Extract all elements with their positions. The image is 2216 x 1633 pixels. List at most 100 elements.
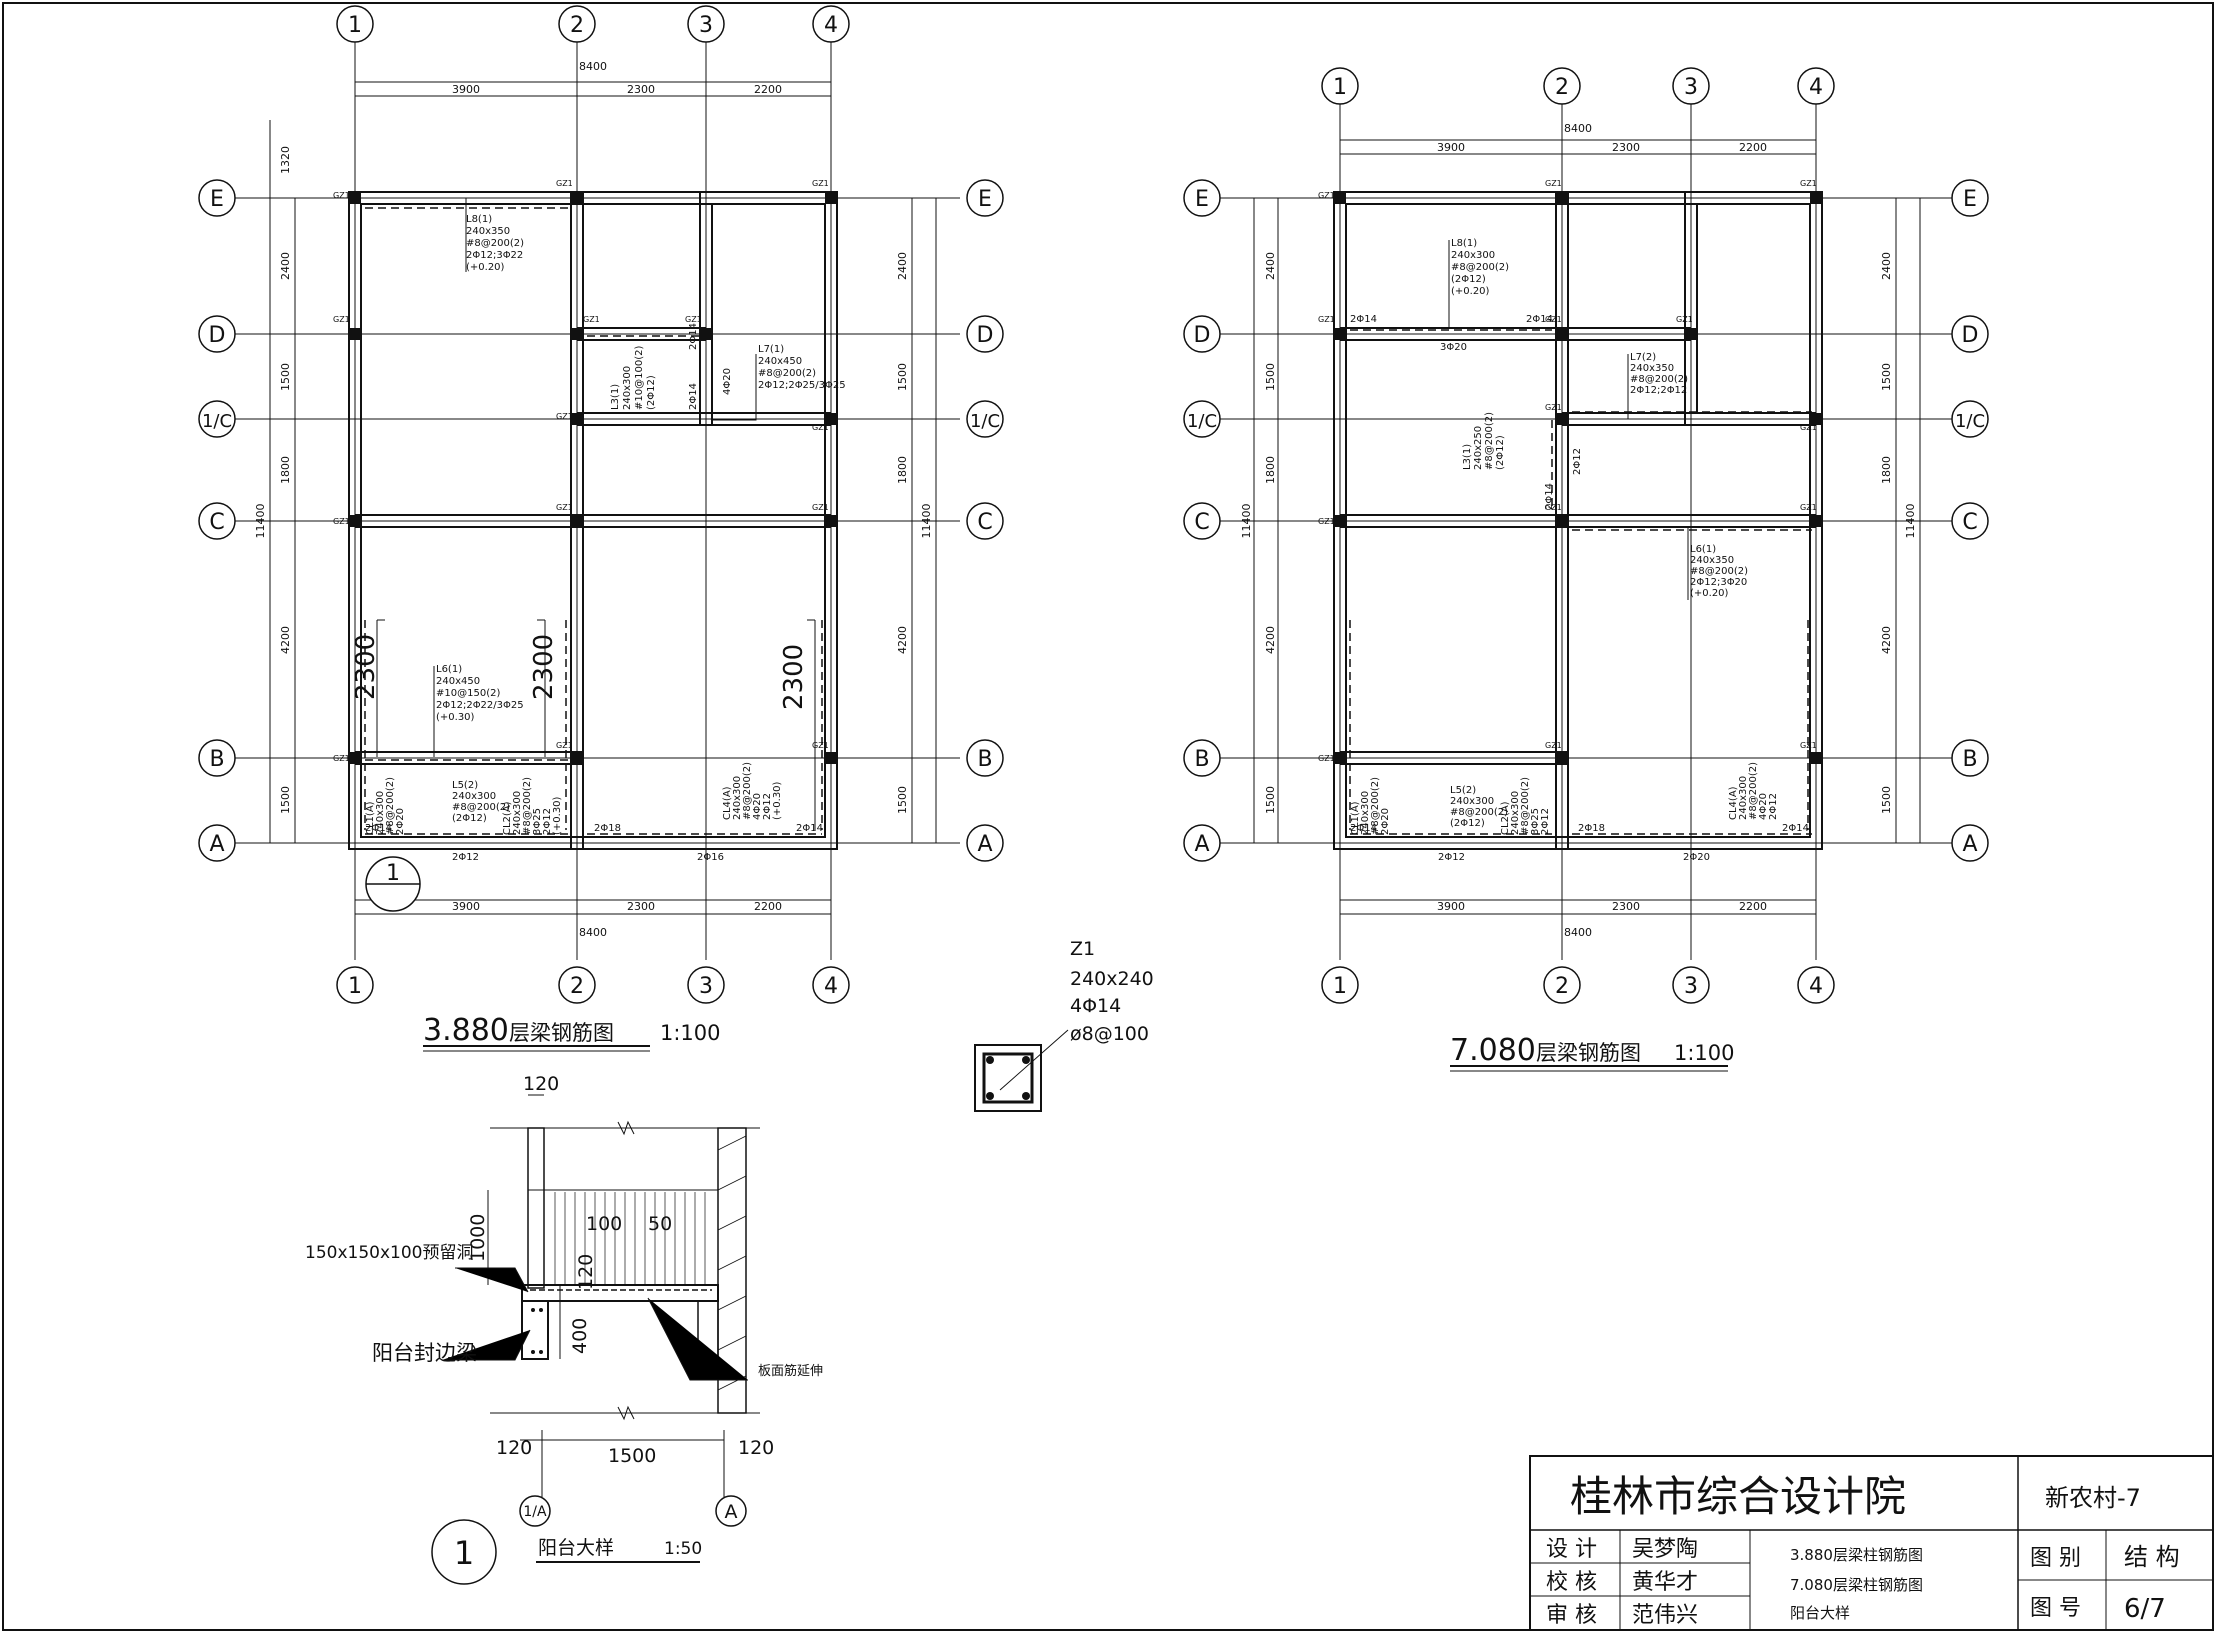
dim-span: 4200	[896, 626, 909, 654]
grid-label-col: 4	[1809, 75, 1823, 100]
dim-span: 1500	[1880, 363, 1893, 391]
dim-span: 2200	[1739, 900, 1767, 913]
beam-label: L8(1)	[1451, 238, 1477, 249]
beam-label: 2Φ12	[542, 808, 553, 835]
grid-label-row: E	[1963, 187, 1977, 212]
dim-span: 2200	[754, 900, 782, 913]
role-review: 审 核	[1546, 1603, 1597, 1628]
detail-title-marker	[431, 1519, 497, 1585]
grid-label-row: A	[977, 832, 992, 857]
beam-label: (2Φ12)	[452, 813, 487, 824]
rebar-note: 2Φ14	[688, 383, 699, 410]
grid-label-col: 1	[1333, 75, 1347, 100]
column-name: Z1	[1070, 938, 1095, 960]
column-tag: GZ1	[556, 412, 573, 421]
grid-label-row: 1/C	[970, 411, 1000, 432]
grid-label-row: 1/C	[1955, 411, 1985, 432]
dim-2300: 2300	[529, 634, 559, 700]
dim-span: 1500	[896, 363, 909, 391]
grid-label-row: A	[1194, 832, 1209, 857]
beam-label: 2Φ12;2Φ22/3Φ25	[436, 700, 524, 711]
plan-title-scale: 1:100	[1674, 1041, 1735, 1065]
grid-label-row: D	[977, 323, 994, 348]
grid-label-row: A	[209, 832, 224, 857]
dim-span: 1800	[1880, 456, 1893, 484]
detail-marker-number: 1	[386, 861, 400, 886]
grid-label-row: C	[977, 510, 992, 535]
beam-label: (+0.20)	[466, 262, 505, 273]
dim-span: 3900	[452, 900, 480, 913]
detail-title: 阳台大样	[538, 1537, 614, 1559]
grid-label-row: C	[1194, 510, 1209, 535]
dim-span: 3900	[1437, 900, 1465, 913]
beam-label: 240x300	[1450, 796, 1494, 807]
edge-beam	[521, 1300, 549, 1360]
beam-label: #8@200(2)	[758, 368, 816, 379]
dim-span: 4200	[1264, 626, 1277, 654]
dim-total: 11400	[920, 504, 933, 539]
column-tag: GZ1	[333, 191, 350, 200]
column-tag: GZ1	[1318, 191, 1335, 200]
dim-span: 2300	[1612, 900, 1640, 913]
grid-label-col: 2	[570, 974, 584, 999]
beam-label: CL1(A)	[1350, 801, 1361, 835]
beam-label: (+0.30)	[772, 781, 783, 820]
category-value: 结 构	[2124, 1543, 2180, 1571]
plan-7080-rebar-dashes	[1349, 329, 1812, 835]
rebar-note: 2Φ18	[594, 823, 621, 834]
plan-3880: 1 2 3 4 1 2 3 4 E D 1/C C B A E D 1/C C …	[198, 5, 1004, 1052]
beam-label: 240x300	[375, 791, 386, 835]
plan-title-number: 7.080	[1450, 1033, 1536, 1068]
grid-label-row: D	[1194, 323, 1211, 348]
beam-label: #8@200(2)	[466, 238, 524, 249]
rebar-note: 2Φ14	[1350, 314, 1377, 325]
drawing-list-item: 3.880层梁柱钢筋图	[1790, 1546, 1923, 1564]
beam-label: 240x300	[622, 366, 633, 410]
dim-span: 1320	[279, 146, 292, 174]
column-tag: GZ1	[556, 741, 573, 750]
dim-span: 1800	[1264, 456, 1277, 484]
beam-label: #8@200(2)	[385, 777, 396, 835]
slab-bar-label: 板面筋延伸	[758, 1363, 823, 1379]
beam-label: 240x300	[452, 791, 496, 802]
dim-total: 11400	[1240, 504, 1253, 539]
column-z1-section: Z1 240x240 4Φ14 ø8@100	[974, 938, 1154, 1112]
plan-7080: 1 2 3 4 1 2 3 4 E D 1/C C B A E D 1/C C …	[1183, 67, 1989, 1072]
column-tag: GZ1	[812, 503, 829, 512]
plan-3880-axis-bubbles	[198, 5, 1004, 1004]
beam-label: (+0.30)	[436, 712, 475, 723]
grid-label-row: B	[1962, 747, 1977, 772]
company-name: 桂林市综合设计院	[1570, 1472, 1906, 1521]
dim-span: 2400	[1880, 252, 1893, 280]
column-tag: GZ1	[1545, 741, 1562, 750]
column-tag: GZ1	[1318, 517, 1335, 526]
plan-7080-title: 7.080 层梁钢筋图 1:100	[1450, 1033, 1735, 1072]
dim-span: 2400	[896, 252, 909, 280]
dim-span: 1500	[1264, 786, 1277, 814]
beam-label: L5(2)	[1450, 785, 1476, 796]
dim-span: 3900	[452, 83, 480, 96]
grid-label-row: E	[978, 187, 992, 212]
plan-3880-rebar-dashes	[364, 207, 823, 835]
role-design: 设 计	[1546, 1537, 1597, 1562]
balcony-detail: 120 100 50 1000 120 400 150x150x100预留洞 阳…	[305, 1073, 823, 1585]
drawing-list-item: 7.080层梁柱钢筋图	[1790, 1576, 1923, 1594]
beam-label: 2Φ12	[1768, 793, 1779, 820]
beam-label: #8@200(2)	[452, 802, 510, 813]
plan-7080-dimension-lines	[1253, 139, 1921, 915]
beam-label: 2Φ20	[395, 808, 406, 835]
dim-1000: 1000	[467, 1214, 489, 1262]
grid-label-col: 2	[1555, 974, 1569, 999]
plan-title-number: 3.880	[423, 1013, 509, 1048]
column-tag: GZ1	[1318, 754, 1335, 763]
column-tag: GZ1	[333, 517, 350, 526]
beam-label: 2Φ20	[1380, 808, 1391, 835]
slab	[521, 1284, 719, 1302]
beam-label: L6(1)	[1690, 544, 1716, 555]
grid-label-col: 2	[570, 13, 584, 38]
dim-span: 4200	[1880, 626, 1893, 654]
beam-label: L3(1)	[610, 384, 621, 410]
grid-label-col: 3	[699, 13, 713, 38]
dim-span: 4200	[279, 626, 292, 654]
